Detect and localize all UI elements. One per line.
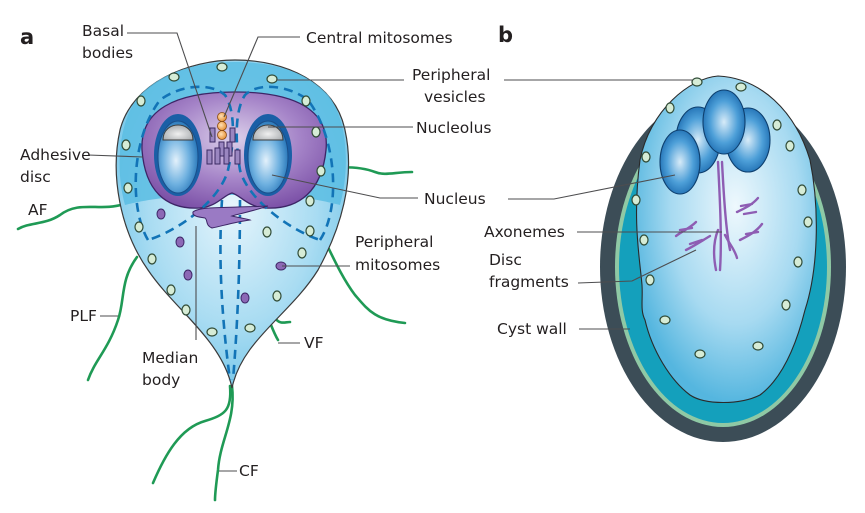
label-cf: CF (239, 462, 259, 480)
central-mitosomes (217, 112, 227, 140)
label-disc-fragments-1: Disc (489, 251, 522, 269)
panel-a-trophozoite: a (16, 22, 491, 502)
caudal-flagellum-left (151, 384, 232, 485)
label-basal-bodies-2: bodies (82, 44, 133, 62)
label-cyst-wall: Cyst wall (497, 320, 567, 338)
label-disc-fragments-2: fragments (489, 273, 569, 291)
label-peripheral-vesicles-1: Peripheral (412, 66, 490, 84)
label-median-body-2: body (142, 371, 180, 389)
label-axonemes: Axonemes (484, 223, 565, 241)
nucleolus-left (162, 124, 194, 141)
label-plf: PLF (70, 307, 97, 325)
label-central-mitosomes: Central mitosomes (306, 29, 453, 47)
disc-fragments (674, 196, 764, 252)
cyst-vesicles (631, 77, 813, 359)
peripheral-mitosomes (156, 208, 287, 304)
label-af: AF (28, 201, 48, 219)
label-peripheral-vesicles-2: vesicles (424, 88, 486, 106)
label-nucleus: Nucleus (424, 190, 486, 208)
panel-b-letter: b (498, 23, 513, 47)
label-nucleolus: Nucleolus (416, 119, 491, 137)
leader-lines-a (87, 32, 418, 472)
peripheral-vesicles (121, 62, 326, 337)
posterolateral-flagellum-left (86, 255, 139, 382)
nucleus-right (244, 114, 292, 196)
axonemes (712, 160, 739, 272)
label-median-body-1: Median (142, 349, 198, 367)
caudal-flagellum-cf (213, 384, 234, 502)
label-vf: VF (304, 334, 324, 352)
basal-bodies (206, 127, 241, 165)
anterior-flagellum-af (16, 202, 126, 231)
label-peripheral-mitosomes-2: mitosomes (355, 256, 440, 274)
leader-lines-b (504, 79, 722, 330)
panel-b-cyst: b (484, 23, 846, 442)
label-adhesive-disc-2: disc (20, 168, 51, 186)
nucleus-left (154, 114, 202, 196)
cyst-nuclei (659, 89, 771, 195)
median-body (192, 205, 269, 229)
nucleolus-right (252, 124, 284, 141)
panel-a-letter: a (20, 25, 34, 49)
label-peripheral-mitosomes-1: Peripheral (355, 233, 433, 251)
label-adhesive-disc-1: Adhesive (20, 146, 91, 164)
label-basal-bodies-1: Basal (82, 22, 124, 40)
